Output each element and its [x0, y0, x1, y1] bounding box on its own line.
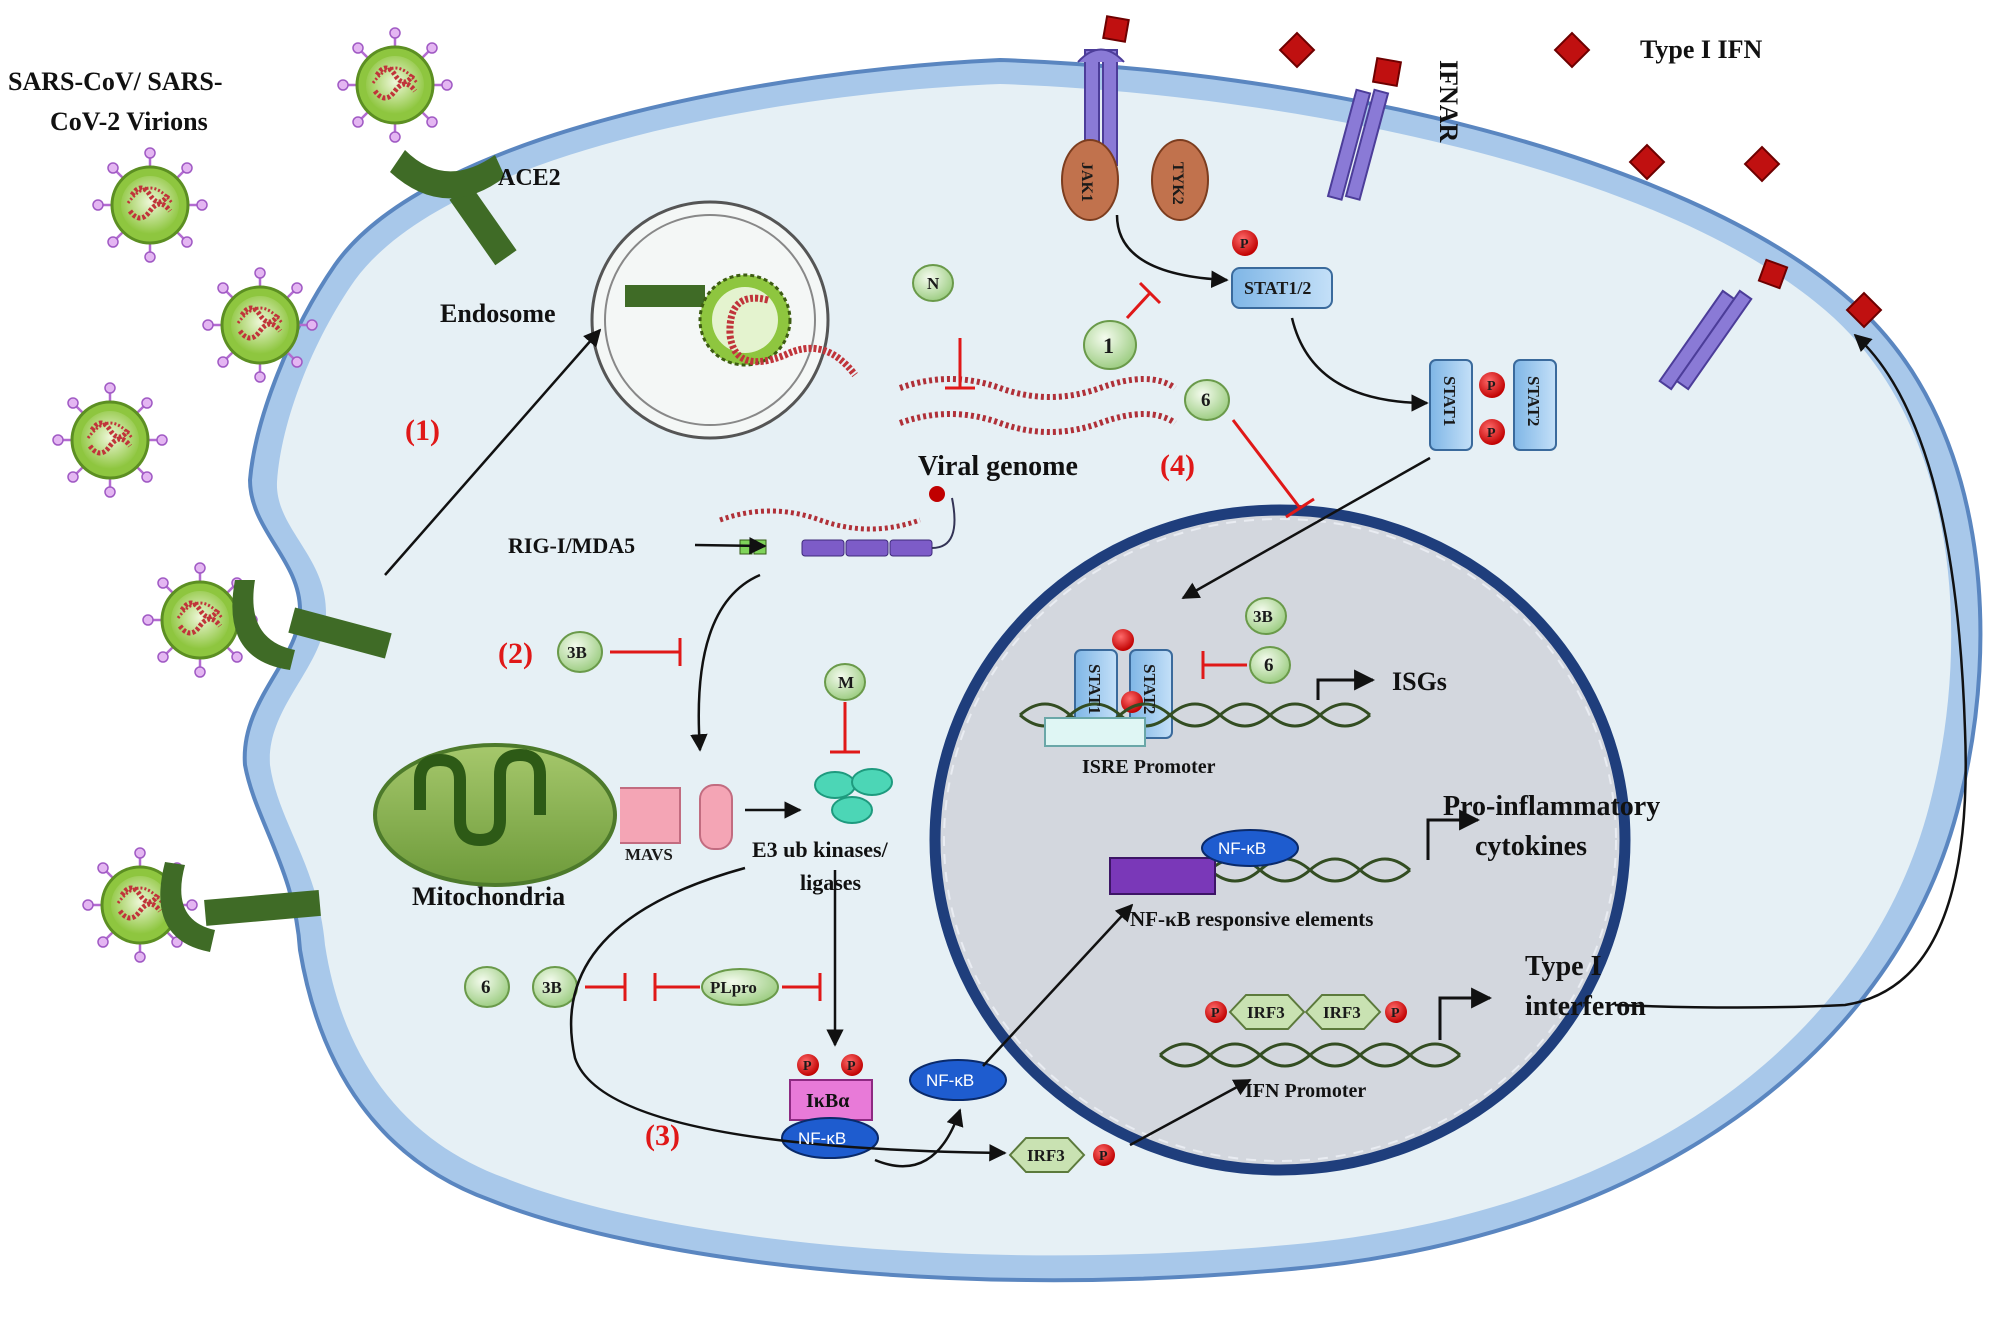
protein-6-low: 6 — [481, 977, 491, 998]
nfkb-label-free: NF-κB — [926, 1071, 974, 1090]
nfkb-label-complex: NF-κB — [798, 1129, 846, 1148]
ace2-label: ACE2 — [498, 165, 561, 191]
mitochondria — [373, 743, 733, 887]
rig-label: RIG-I/MDA5 — [508, 533, 635, 558]
step-3: (3) — [645, 1119, 680, 1152]
pro-inflam-label-2: cytokines — [1475, 831, 1587, 862]
ifnar-receptor-1 — [1077, 48, 1125, 166]
inhibition-marks — [585, 281, 1315, 1001]
mavs-label: MAVS — [625, 845, 673, 864]
stat2-label-nuc: STAT2 — [1140, 664, 1159, 714]
ace2-receptor-low — [160, 862, 321, 952]
isre-label: ISRE Promoter — [1082, 756, 1216, 778]
p-label-irf3-nuc-2: P — [1391, 1006, 1400, 1021]
step-2: (2) — [498, 637, 533, 670]
stat2-label-cyt: STAT2 — [1524, 376, 1543, 426]
dna-isre — [1019, 669, 1376, 747]
virion — [93, 148, 207, 262]
e3-label-2: ligases — [800, 870, 862, 895]
ifn-promoter-label: IFN Promoter — [1245, 1080, 1366, 1102]
pro-inflam-label: Pro-inflammatory — [1443, 791, 1660, 822]
stat1-label-cyt: STAT1 — [1440, 376, 1459, 426]
step-4: (4) — [1160, 449, 1195, 482]
viral-genome-label: Viral genome — [918, 451, 1078, 482]
p-label-dimer-2: P — [1487, 426, 1496, 441]
signal-arrows — [384, 214, 1967, 1168]
virions-label-2: CoV-2 Virions — [50, 107, 208, 136]
p-label-dimer-1: P — [1487, 379, 1496, 394]
irf3-label-cyt: IRF3 — [1027, 1146, 1065, 1165]
p-label-ikba-1: P — [803, 1059, 812, 1074]
stat12-label: STAT1/2 — [1244, 278, 1311, 298]
p-label-irf3-cyt: P — [1099, 1149, 1108, 1164]
tyk2-label: TYK2 — [1169, 162, 1186, 205]
virion — [203, 268, 317, 382]
jak1-tyk2 — [1061, 139, 1209, 221]
nfkb-resp-label: NF-κB responsive elements — [1130, 907, 1373, 931]
type-i-ifn-molecules — [1102, 15, 1883, 329]
p-label-stat12: P — [1240, 237, 1249, 252]
rig-i-mda5-complex — [719, 486, 956, 557]
protein-6-top: 6 — [1201, 390, 1211, 411]
ifnar-label: IFNAR — [1434, 60, 1463, 143]
jak1-label: JAK1 — [1078, 162, 1095, 202]
irf3-label-nuc-1: IRF3 — [1247, 1003, 1285, 1022]
e3-label: E3 ub kinases/ — [752, 837, 889, 862]
viral-genome — [898, 376, 1177, 435]
virion — [338, 28, 452, 142]
protein-3b-nuc: 3B — [1253, 607, 1273, 626]
endosome — [590, 200, 858, 440]
irf3-cytoplasm — [1008, 1137, 1115, 1173]
stat12-box — [1231, 230, 1333, 309]
step-1: (1) — [405, 414, 440, 447]
stat-dimer-cytoplasm — [1429, 359, 1557, 451]
isgs-label: ISGs — [1392, 667, 1447, 696]
protein-3b-low: 3B — [542, 978, 562, 997]
protein-3b-mid: 3B — [567, 643, 587, 662]
type1-interferon-label-2: interferon — [1525, 991, 1646, 1022]
p-label-irf3-nuc-1: P — [1211, 1006, 1220, 1021]
ace2-receptor-mid — [232, 580, 392, 670]
labels: SARS-CoV/ SARS- CoV-2 Virions ACE2 Endos… — [8, 35, 1763, 1165]
protein-n: N — [927, 274, 940, 293]
protein-beads — [464, 264, 1291, 1008]
stat-dimer-nucleus — [1074, 629, 1173, 739]
protein-m: M — [838, 673, 854, 692]
virion — [53, 383, 167, 497]
ace2-receptor-top — [390, 150, 517, 266]
endosome-label: Endosome — [440, 299, 556, 328]
type1-interferon-label: Type I — [1525, 951, 1602, 982]
stat1-label-nuc: STAT1 — [1085, 664, 1104, 714]
ikba-label: IκBα — [806, 1090, 849, 1112]
ifnar-receptor-3 — [1658, 289, 1753, 391]
mitochondria-label: Mitochondria — [412, 882, 565, 911]
irf3-label-nuc-2: IRF3 — [1323, 1003, 1361, 1022]
dna-ifn — [1159, 987, 1493, 1068]
ikba-nfkb-complex — [781, 1054, 1007, 1159]
ifnar-receptor-2 — [1326, 88, 1390, 201]
virions-label: SARS-CoV/ SARS- — [8, 67, 223, 96]
protein-6-nuc: 6 — [1264, 655, 1274, 676]
p-label-ikba-2: P — [847, 1059, 856, 1074]
plpro-label: PLpro — [710, 978, 757, 997]
dna-nfkb — [1109, 809, 1481, 895]
type1-ifn-label: Type I IFN — [1640, 35, 1763, 64]
e3-cluster — [814, 768, 893, 824]
protein-1: 1 — [1103, 333, 1114, 358]
nfkb-label-nucleus: NF-κB — [1218, 839, 1266, 858]
irf3-dimer-nucleus — [1205, 994, 1407, 1030]
